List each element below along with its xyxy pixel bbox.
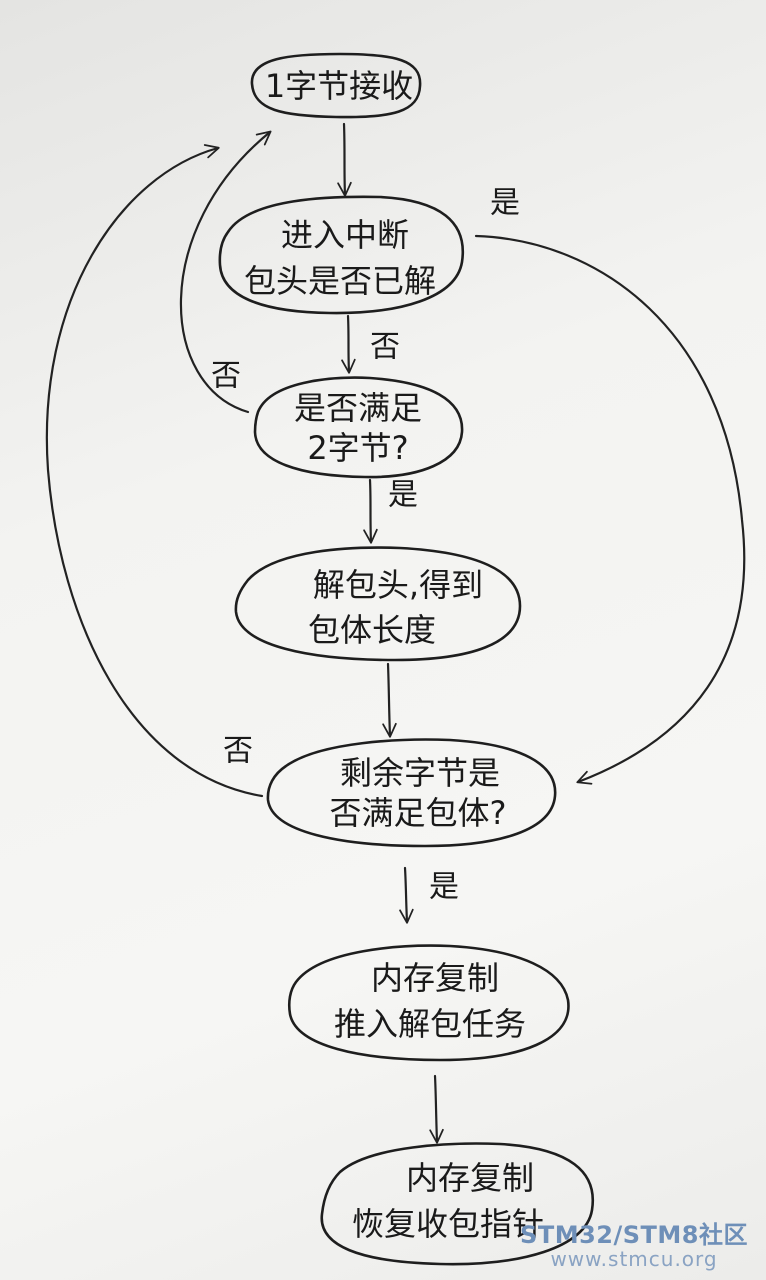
edge-n2-to-n3 [341, 314, 356, 374]
edge-n4-to-n5 [382, 662, 397, 738]
node-enter-interrupt-shape [218, 195, 465, 315]
node-parse-header-shape [234, 546, 522, 662]
node-check-body-line2: 否满足包体? [330, 794, 507, 832]
node-enter-interrupt-line1: 进入中断 [281, 216, 409, 254]
node-copy-restore-pointer-line1: 内存复制 [406, 1159, 534, 1197]
watermark: STM32/STM8社区 www.stmcu.org [520, 1220, 748, 1271]
node-copy-push-task-line2: 推入解包任务 [334, 1005, 526, 1043]
node-check-body: 剩余字节是 否满足包体? [266, 738, 557, 848]
node-copy-restore-pointer-line2: 恢复收包指针 [352, 1205, 544, 1243]
edge-n6-to-n7 [429, 1074, 444, 1144]
node-copy-restore-pointer: 内存复制 恢复收包指针 [320, 1142, 595, 1266]
edge-label-n2-to-n3-no: 否 [370, 330, 400, 365]
edge-label-n3-to-n1-no: 否 [211, 359, 241, 394]
node-enter-interrupt: 进入中断 包头是否已解 [218, 195, 465, 315]
edge-n5-to-n1-no [45, 144, 264, 798]
edge-n5-to-n6 [399, 866, 414, 924]
watermark-brand: STM32/STM8社区 [520, 1220, 748, 1249]
node-byte-receive: 1字节接收 [250, 52, 422, 119]
edge-label-n5-to-n1-no: 否 [223, 734, 253, 769]
node-parse-header: 解包头,得到 包体长度 [234, 546, 522, 662]
node-check-two-bytes-line1: 是否满足 [294, 389, 422, 427]
edge-n3-to-n4 [363, 478, 378, 544]
edge-label-n5-to-n6-yes: 是 [429, 870, 459, 905]
node-parse-header-line1: 解包头,得到 [313, 566, 483, 604]
node-check-two-bytes: 是否满足 2字节? [253, 376, 464, 479]
node-byte-receive-text: 1字节接收 [265, 67, 413, 105]
node-check-two-bytes-shape [253, 376, 464, 479]
edge-label-n3-to-n4-yes: 是 [388, 478, 418, 513]
edge-n2-to-n5-yes [474, 234, 746, 785]
node-parse-header-line2: 包体长度 [308, 611, 436, 649]
node-check-two-bytes-line2: 2字节? [307, 429, 408, 467]
node-copy-push-task-shape [287, 944, 570, 1062]
node-byte-receive-shape [250, 52, 422, 119]
node-copy-push-task: 内存复制 推入解包任务 [287, 944, 570, 1062]
edge-n3-to-n1-no [179, 130, 272, 414]
node-enter-interrupt-line2: 包头是否已解 [244, 262, 436, 300]
edge-n1-to-n2 [337, 122, 352, 197]
node-copy-push-task-line1: 内存复制 [371, 959, 499, 997]
watermark-url: www.stmcu.org [550, 1247, 718, 1271]
node-copy-restore-pointer-shape [320, 1142, 595, 1266]
node-check-body-line1: 剩余字节是 [340, 754, 500, 792]
node-check-body-shape [266, 738, 557, 848]
edge-label-n2-to-n5-yes: 是 [490, 186, 520, 221]
